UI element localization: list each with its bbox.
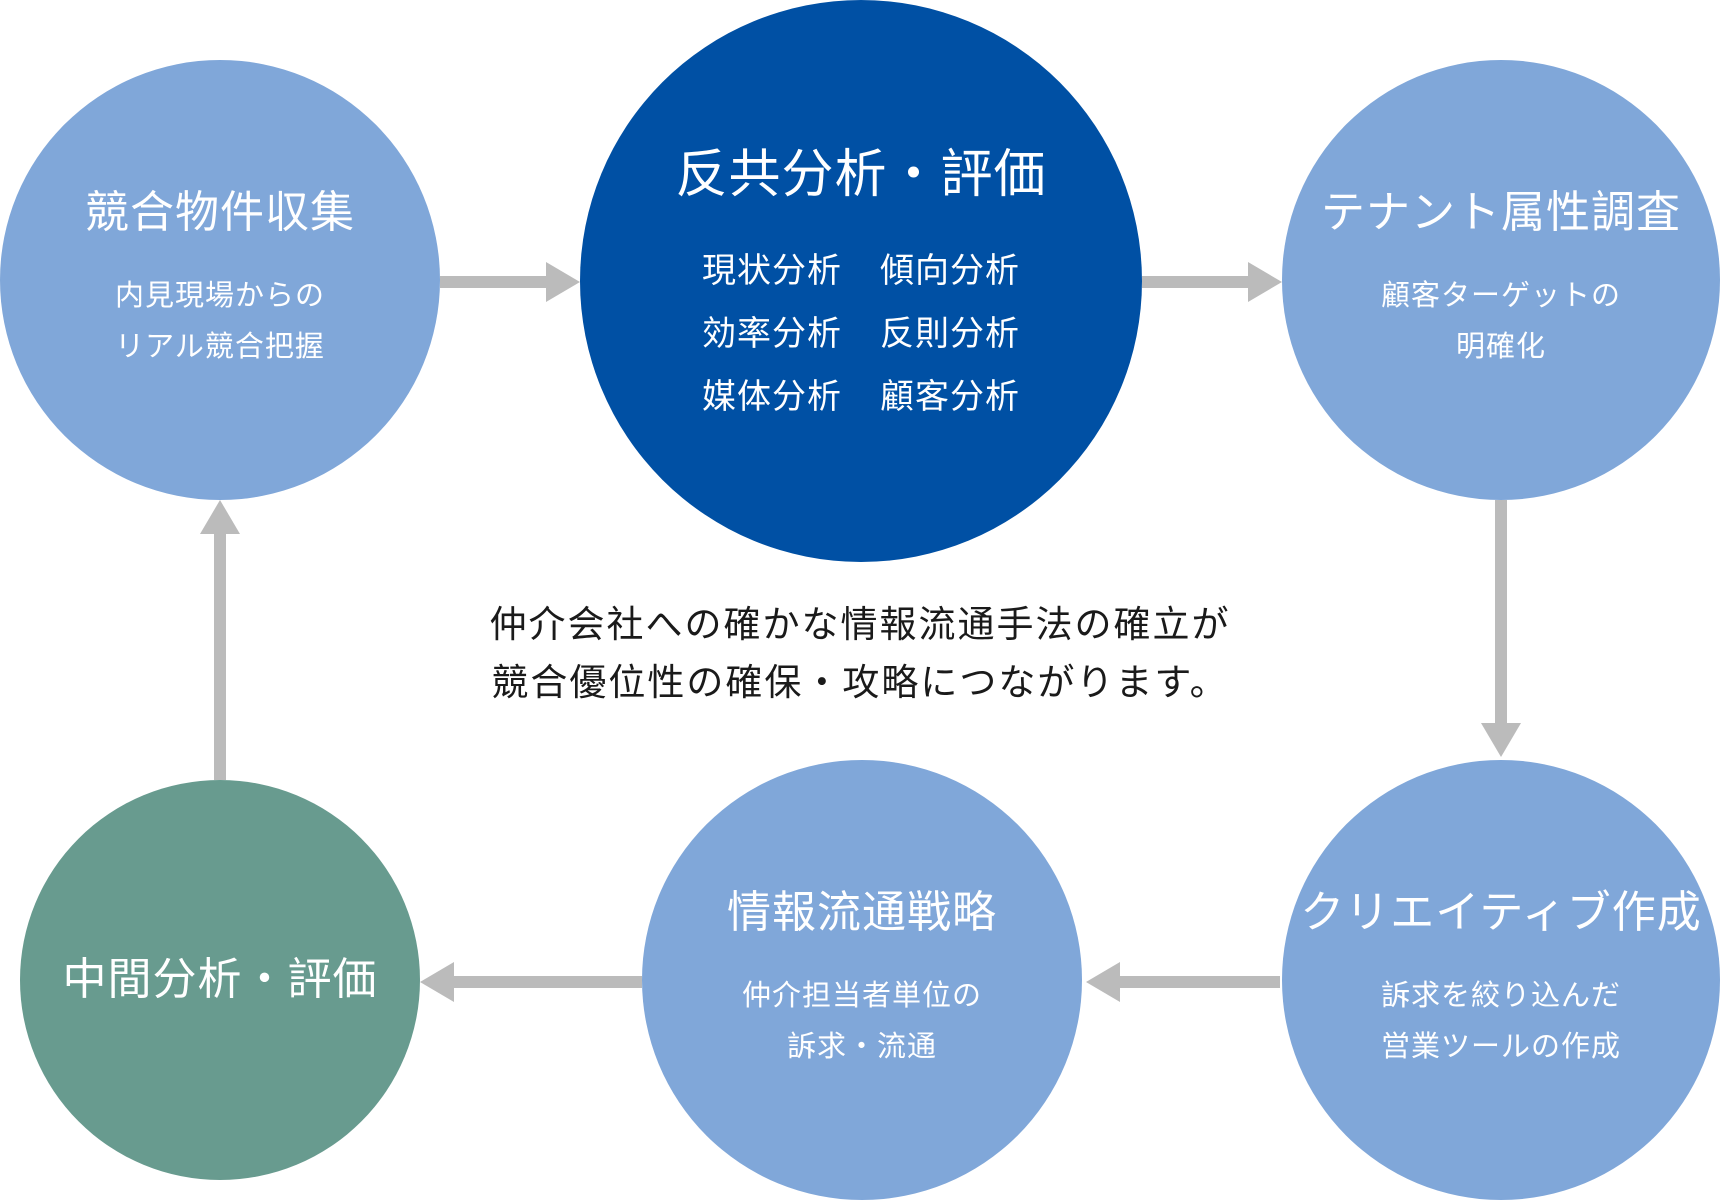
node-description: 顧客ターゲットの 明確化 bbox=[1381, 270, 1621, 373]
analysis-item: 媒体分析 bbox=[702, 376, 842, 417]
node-analysis: 反共分析・評価 現状分析 傾向分析 効率分析 反則分析 媒体分析 顧客分析 bbox=[580, 0, 1142, 562]
center-message: 仲介会社への確かな情報流通手法の確立が 競合優位性の確保・攻略につながります。 bbox=[330, 596, 1390, 713]
center-message-line: 競合優位性の確保・攻略につながります。 bbox=[491, 661, 1229, 705]
node-title: 中間分析・評価 bbox=[62, 953, 378, 1005]
node-title: 情報流通戦略 bbox=[727, 886, 997, 938]
node-title: 反共分析・評価 bbox=[675, 145, 1047, 206]
node-tenant-survey: テナント属性調査 顧客ターゲットの 明確化 bbox=[1282, 60, 1720, 500]
arrow-midterm-to-collection bbox=[200, 500, 240, 780]
node-description: 内見現場からの リアル競合把握 bbox=[115, 270, 325, 373]
node-description-line: 営業ツールの作成 bbox=[1380, 1029, 1621, 1064]
analysis-item: 顧客分析 bbox=[880, 376, 1020, 417]
arrow-creative-to-strategy bbox=[1086, 962, 1280, 1002]
node-title: テナント属性調査 bbox=[1321, 186, 1681, 238]
analysis-item: 現状分析 bbox=[702, 250, 842, 291]
node-midterm: 中間分析・評価 bbox=[20, 780, 420, 1180]
arrow-analysis-to-tenant bbox=[1142, 262, 1282, 302]
analysis-item: 効率分析 bbox=[702, 313, 842, 354]
node-description: 仲介担当者単位の 訴求・流通 bbox=[742, 970, 982, 1073]
arrow-strategy-to-midterm bbox=[420, 962, 642, 1002]
node-creative: クリエイティブ作成 訴求を絞り込んだ 営業ツールの作成 bbox=[1282, 760, 1720, 1200]
node-description: 訴求を絞り込んだ 営業ツールの作成 bbox=[1381, 970, 1621, 1073]
analysis-item: 傾向分析 bbox=[880, 250, 1020, 291]
node-competitor-collection: 競合物件収集 内見現場からの リアル競合把握 bbox=[0, 60, 440, 500]
node-description-line: 顧客ターゲットの bbox=[1380, 277, 1621, 312]
node-description-line: リアル競合把握 bbox=[115, 329, 325, 364]
node-title: クリエイティブ作成 bbox=[1300, 886, 1702, 938]
node-title: 競合物件収集 bbox=[85, 186, 355, 238]
arrow-tenant-to-creative bbox=[1481, 500, 1521, 757]
node-description-line: 仲介担当者単位の bbox=[741, 977, 982, 1012]
node-description-line: 訴求・流通 bbox=[786, 1029, 937, 1064]
node-description-line: 明確化 bbox=[1455, 329, 1546, 364]
analysis-item-grid: 現状分析 傾向分析 効率分析 反則分析 媒体分析 顧客分析 bbox=[702, 243, 1020, 418]
analysis-item: 反則分析 bbox=[880, 313, 1020, 354]
center-message-line: 仲介会社への確かな情報流通手法の確立が bbox=[489, 603, 1231, 646]
node-description-line: 訴求を絞り込んだ bbox=[1380, 977, 1621, 1012]
arrow-collection-to-analysis bbox=[440, 262, 580, 302]
node-strategy: 情報流通戦略 仲介担当者単位の 訴求・流通 bbox=[642, 760, 1082, 1200]
node-description-line: 内見現場からの bbox=[114, 277, 325, 312]
